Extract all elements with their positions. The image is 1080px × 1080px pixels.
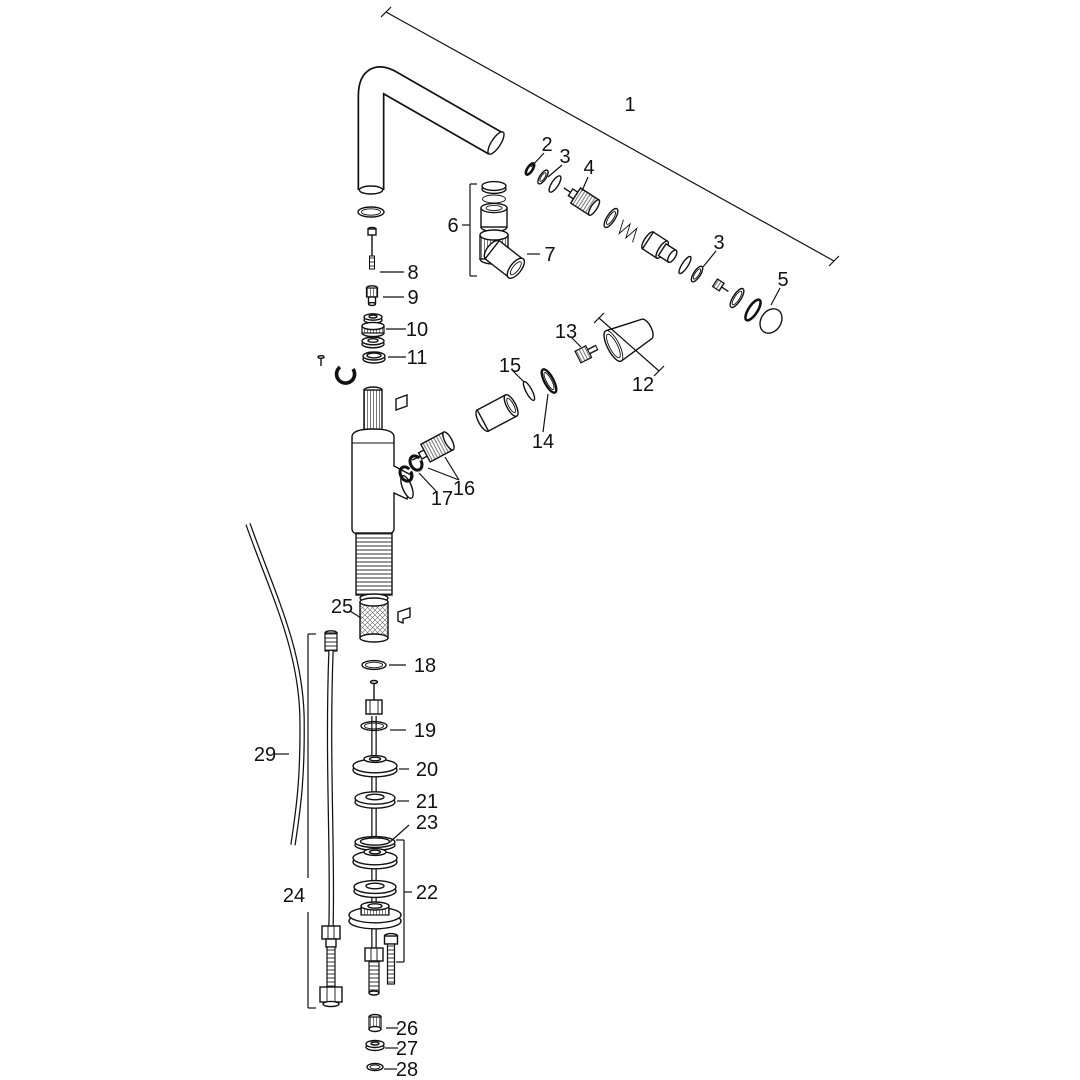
c-clip-drawing [317,355,357,385]
sleeve-part12-drawing [603,318,654,363]
leader-line-part-15 [512,370,525,383]
leader-line-part-23 [389,824,410,843]
leader-line-part-4 [581,176,589,192]
cylinder-drawing [475,393,519,433]
part-label-5: 5 [777,269,788,291]
leader-line-part-13 [570,336,582,348]
part-label-26: 26 [396,1018,418,1040]
spout-drawing [357,66,505,218]
part-label-18: 18 [414,655,436,677]
part-label-23: 23 [416,812,438,834]
part-label-3: 3 [713,232,724,254]
washer-part3b-drawing [690,265,704,283]
ring-part11-drawing [362,351,386,364]
part-label-10: 10 [406,319,428,341]
part-label-9: 9 [407,287,418,309]
left-hose-drawing [319,630,343,1008]
washer-part23-drawing [354,835,396,852]
ring-part14-drawing [540,368,558,394]
cartridge-part4-drawing [563,187,601,217]
leader-line-part-3 [547,164,563,178]
washer-part3a-drawing [537,169,549,185]
part-label-4: 4 [583,157,594,179]
cap-part5-drawing [759,308,783,334]
cartridge-part17-drawing [411,431,455,463]
part-label-14: 14 [532,431,554,453]
thin-ring-drawing [678,255,692,275]
part-label-19: 19 [414,720,436,742]
screw-part8-drawing [367,226,377,270]
washer-drawing [729,287,745,309]
leader-line-part-14 [542,393,549,433]
leader-line-part-16 [427,467,460,481]
part-label-1: 1 [624,94,635,116]
part-label-20: 20 [416,759,438,781]
leader-line-part-12 [598,317,660,372]
part-label-12: 12 [632,374,654,396]
leader-line-part-3 [702,250,717,268]
part-label-27: 27 [396,1038,418,1060]
curved-hose-part29-drawing [245,523,305,846]
faucet-body-drawing [351,386,414,603]
ring-part19-drawing [360,720,388,732]
part-label-28: 28 [396,1059,418,1080]
part-label-13: 13 [555,321,577,343]
part-label-21: 21 [416,791,438,813]
valve-part19-drawing [365,679,383,715]
part-label-24: 24 [283,885,305,907]
washer-drawing [603,207,619,229]
part-label-7: 7 [544,244,555,266]
spring-icon [618,219,638,243]
ring-thick-drawing [744,298,762,322]
leader-line-part-2 [530,152,545,168]
angled-outlet-part7-drawing [483,239,526,279]
part-label-22: 22 [416,882,438,904]
part-label-8: 8 [407,262,418,284]
leader-line-part-5 [770,287,781,306]
o-ring-part18-drawing [361,659,387,671]
flanged-washer-part20-drawing [352,754,398,778]
leader-line-part-1 [828,255,840,267]
ring-drawing [548,175,562,193]
screw-small-drawing [711,278,729,293]
o-ring-part15-drawing [522,380,536,402]
washer-stack-part10-drawing [361,313,385,349]
screw-part13-drawing [574,344,599,364]
part-label-25: 25 [331,596,353,618]
leader-line-part-12 [653,365,665,377]
leader-line-part-1 [380,6,392,18]
washer-set-part22-drawing [348,847,402,985]
part-label-15: 15 [499,355,521,377]
leader-line-part-25 [349,610,362,619]
part-label-6: 6 [447,215,458,237]
adapter-part25-drawing [359,597,411,643]
part-label-17: 17 [431,488,453,510]
part-label-3: 3 [559,146,570,168]
leader-line-part-17 [418,472,437,492]
fitting-part9-drawing [365,285,379,307]
connector-body-drawing [641,231,678,264]
leader-line-part-1 [385,11,835,262]
part-label-2: 2 [541,134,552,156]
part-label-16: 16 [453,478,475,500]
middle-chain-drawing [398,368,558,483]
part-label-11: 11 [407,347,428,369]
leader-line-part-12 [593,312,605,324]
leader-line-part-16 [444,456,460,481]
bottom-parts-drawing [365,1013,385,1072]
washer-part21-drawing [354,791,396,809]
upper-chain-drawing [524,162,783,334]
part-label-29: 29 [254,744,276,766]
